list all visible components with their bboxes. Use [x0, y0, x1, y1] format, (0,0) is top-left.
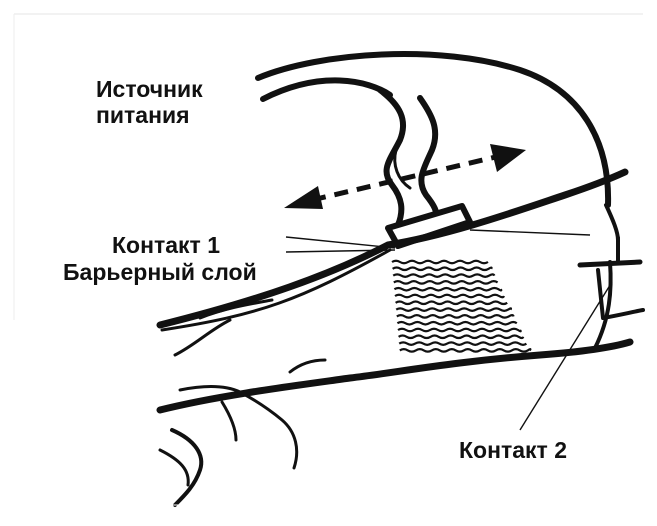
- leader-contact-1: [286, 237, 395, 248]
- wave-line: [393, 274, 494, 277]
- wave-line: [397, 315, 514, 318]
- wave-pattern-icon: [392, 261, 530, 352]
- wave-line: [394, 281, 498, 284]
- power-source-label-line-1: Источник: [96, 76, 203, 102]
- power-source-label-line-2: питания: [96, 102, 203, 128]
- wave-line: [396, 302, 508, 305]
- double-headed-dashed-arrow-icon: [284, 144, 526, 209]
- wave-line: [399, 342, 526, 345]
- wave-line: [393, 268, 492, 271]
- wave-line: [397, 322, 516, 325]
- wave-line: [400, 349, 531, 352]
- leader-lines: [286, 230, 612, 430]
- contact-1-label: Контакт 1: [112, 232, 220, 258]
- contact-2-label: Контакт 2: [459, 437, 567, 463]
- power-source-label: Источник питания: [96, 76, 203, 128]
- leader-barrier-right: [470, 230, 590, 235]
- wave-line: [399, 336, 524, 339]
- wave-line: [398, 329, 521, 332]
- wave-line: [396, 308, 511, 311]
- wave-line: [392, 261, 488, 264]
- barrier-layer-label: Барьерный слой: [63, 259, 257, 285]
- wave-line: [394, 288, 501, 291]
- wave-line: [395, 295, 504, 298]
